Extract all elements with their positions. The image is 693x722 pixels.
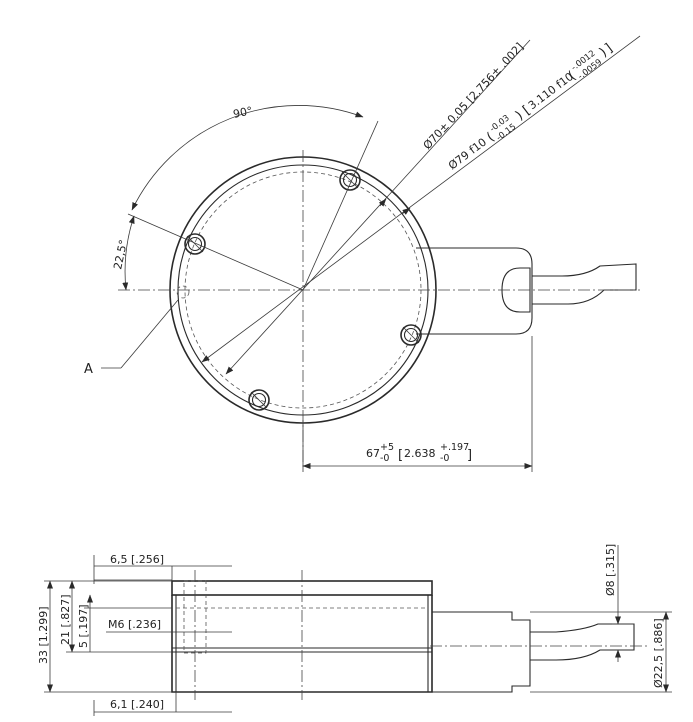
svg-text:2.638: 2.638	[404, 447, 436, 460]
a-label: A	[84, 362, 93, 377]
top-view: 90° 22,5° Ø70± 0.05 [2.756± .002] Ø79 f1…	[84, 35, 641, 472]
hidden-hole-a	[176, 285, 190, 299]
angle-225-arc	[122, 215, 135, 291]
dim-33-label: 33 [1.299]	[37, 606, 50, 664]
cable-housing	[416, 247, 533, 335]
dim-m6-label: M6 [.236]	[108, 618, 161, 631]
svg-text:]: ]	[467, 448, 472, 463]
side-housing	[432, 611, 531, 693]
dia70-leader	[225, 39, 531, 375]
mounting-hole-3	[400, 324, 422, 346]
mounting-hole-2	[184, 233, 206, 255]
mounting-hole-4	[248, 389, 270, 411]
svg-text:-0: -0	[380, 453, 389, 464]
svg-text:-0: -0	[440, 453, 449, 464]
len67-label: 67 +5 -0 [ 2.638 +.197 -0 ]	[366, 442, 472, 464]
dim-22-5-label: Ø22,5 [.886]	[652, 618, 665, 688]
svg-text:+.197: +.197	[440, 442, 469, 453]
dim-8-label: Ø8 [.315]	[604, 544, 617, 596]
dim-6-1-label: 6,1 [.240]	[110, 698, 164, 711]
dim-6-5-label: 6,5 [.256]	[110, 553, 164, 566]
angle-90-arc	[131, 105, 364, 211]
dia79-leader	[201, 35, 641, 363]
mounting-hole-1	[339, 169, 361, 191]
cable	[532, 263, 637, 305]
dim-5-label: 5 [.197]	[77, 604, 90, 648]
angle-90-label: 90°	[232, 104, 254, 121]
svg-text:[: [	[398, 448, 403, 463]
side-view: 6,5 [.256] 6,1 [.240] 33 [1.299] 21 [.82…	[37, 544, 672, 716]
svg-text:Ø79 f10: Ø79 f10	[446, 136, 489, 173]
side-cable	[530, 623, 635, 661]
svg-text:67: 67	[366, 447, 380, 460]
cable-gland	[501, 267, 531, 313]
svg-text:+5: +5	[380, 442, 394, 453]
angle-225-label: 22,5°	[111, 239, 130, 271]
dim-21-label: 21 [.827]	[59, 594, 72, 645]
